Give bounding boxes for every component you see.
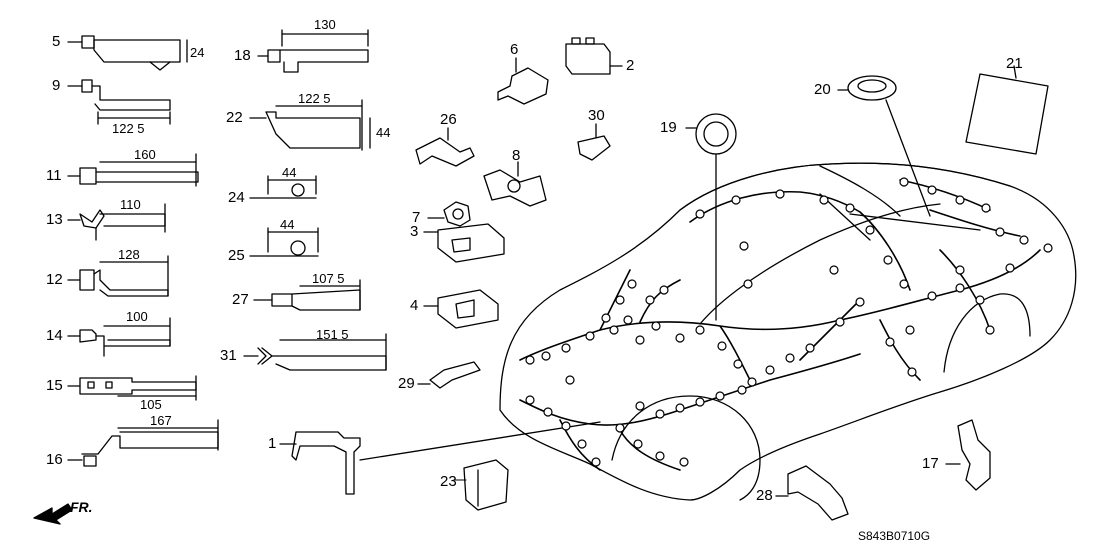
- connector-6-drawing: [497, 57, 549, 105]
- callout-17: 17: [922, 455, 939, 472]
- dimension-clip-11: 160: [134, 147, 156, 162]
- connector-4-drawing: [423, 289, 499, 329]
- dimension-clip-27: 107 5: [312, 271, 345, 286]
- dimension-clip-14: 100: [126, 309, 148, 324]
- callout-1: 1: [268, 435, 277, 452]
- leader-lines: [453, 65, 789, 497]
- clip-27-drawing: [253, 279, 361, 311]
- clip-13-drawing: [67, 203, 166, 241]
- clip-26-drawing: [415, 127, 475, 167]
- callout-2: 2: [626, 57, 635, 74]
- clip-24-drawing: [249, 175, 317, 199]
- callout-3: 3: [410, 223, 419, 240]
- callout-7: 7: [412, 209, 421, 226]
- callout-11: 11: [46, 167, 62, 184]
- callout-13: 13: [46, 211, 63, 228]
- callout-24: 24: [228, 189, 245, 206]
- grommet-19-drawing: [685, 113, 737, 321]
- clip-17-drawing: [945, 419, 991, 491]
- dimension-clip-18: 130: [314, 17, 336, 32]
- callout-14: 14: [46, 327, 63, 344]
- fr-arrow: [33, 503, 73, 525]
- clip-7-drawing: [427, 201, 471, 227]
- grommet-20-drawing: [837, 75, 931, 217]
- clip-30-drawing: [577, 123, 611, 161]
- clip-22-drawing: [249, 99, 371, 151]
- dimension-clip-25: 44: [280, 217, 295, 232]
- dimension-clip-5: 24: [190, 45, 205, 60]
- clip-23-drawing: [463, 459, 509, 511]
- dimension-clip-15: 105: [140, 397, 162, 412]
- clip-11-drawing: [67, 153, 199, 187]
- clip-8-drawing: [483, 161, 547, 207]
- dimension-clip-12: 128: [118, 247, 140, 262]
- dimension-clip-22-height: 44: [376, 125, 391, 140]
- callout-5: 5: [52, 33, 61, 50]
- callout-9: 9: [52, 77, 61, 94]
- car-body-outline: [499, 162, 1077, 501]
- callout-8: 8: [512, 147, 521, 164]
- wire-harness: [519, 179, 1041, 471]
- callout-27: 27: [232, 291, 249, 308]
- callout-21: 21: [1006, 55, 1023, 72]
- callout-15: 15: [46, 377, 63, 394]
- callout-6: 6: [510, 41, 519, 58]
- callout-19: 19: [660, 119, 677, 136]
- dimension-clip-13: 110: [120, 197, 141, 212]
- clip-31-drawing: [243, 333, 387, 371]
- callout-20: 20: [814, 81, 831, 98]
- clip-29-drawing: [417, 361, 481, 389]
- connector-2-drawing: [565, 37, 623, 75]
- callout-28: 28: [756, 487, 773, 504]
- dimension-clip-22-width: 122 5: [298, 91, 331, 106]
- dimension-clip-16: 167: [150, 413, 172, 428]
- clip-5-drawing: [67, 35, 188, 71]
- callout-22: 22: [226, 109, 243, 126]
- dimension-clip-31: 151 5: [316, 327, 349, 342]
- diagram-code: S843B0710G: [858, 529, 931, 543]
- clip-18-drawing: [257, 29, 369, 73]
- callout-25: 25: [228, 247, 245, 264]
- front-direction-label: FR.: [70, 499, 93, 515]
- clip-16-drawing: [67, 419, 219, 467]
- callout-26: 26: [440, 111, 457, 128]
- clip-25-drawing: [249, 227, 319, 257]
- callout-31: 31: [220, 347, 237, 364]
- callout-16: 16: [46, 451, 63, 468]
- clip-28-drawing: [775, 465, 849, 521]
- callout-12: 12: [46, 271, 63, 288]
- clip-15-drawing: [67, 375, 197, 401]
- harness-connectors: [525, 177, 1053, 467]
- callout-4: 4: [410, 297, 419, 314]
- clip-14-drawing: [67, 317, 171, 357]
- callout-18: 18: [234, 47, 251, 64]
- dimension-clip-9: 122 5: [112, 121, 145, 136]
- callout-23: 23: [440, 473, 457, 490]
- clip-12-drawing: [67, 255, 169, 297]
- callout-29: 29: [398, 375, 415, 392]
- clip-9-drawing: [67, 79, 171, 125]
- pad-21-drawing: [965, 65, 1049, 155]
- connector-3-drawing: [423, 223, 505, 263]
- dimension-clip-24: 44: [282, 165, 297, 180]
- bracket-1-drawing: [279, 421, 601, 495]
- callout-30: 30: [588, 107, 605, 124]
